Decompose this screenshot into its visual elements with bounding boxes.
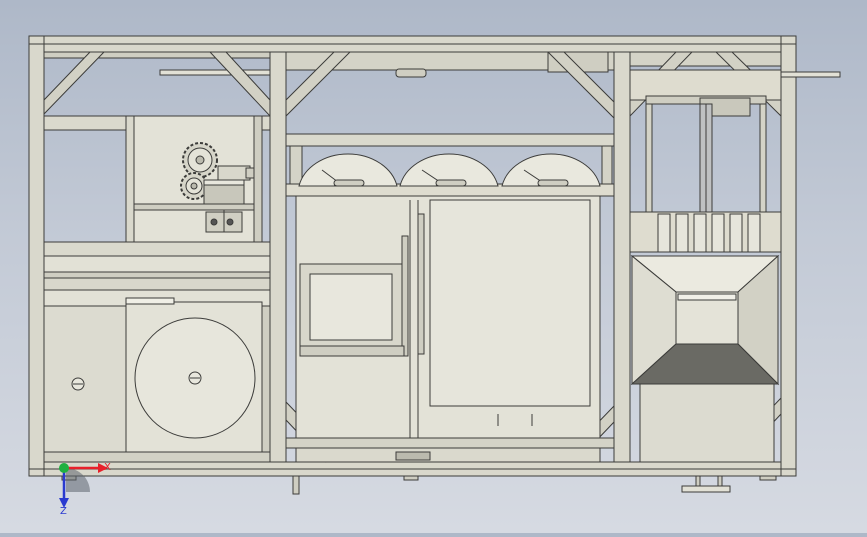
z-axis-label: Z	[60, 506, 67, 517]
origin-marker	[59, 463, 69, 473]
right-module	[629, 69, 782, 253]
reel-1	[298, 153, 398, 187]
reel-3	[501, 153, 601, 187]
left-module-upper	[43, 115, 271, 307]
hopper	[630, 254, 780, 463]
support-feet	[61, 475, 777, 495]
x-axis-label: X	[104, 462, 111, 473]
outer-frame	[28, 35, 797, 477]
coordinate-triad: X Z	[59, 462, 111, 517]
reel-2	[399, 153, 499, 187]
left-module-lower	[43, 297, 271, 463]
gear-assembly	[180, 142, 255, 233]
middle-module	[285, 133, 615, 463]
